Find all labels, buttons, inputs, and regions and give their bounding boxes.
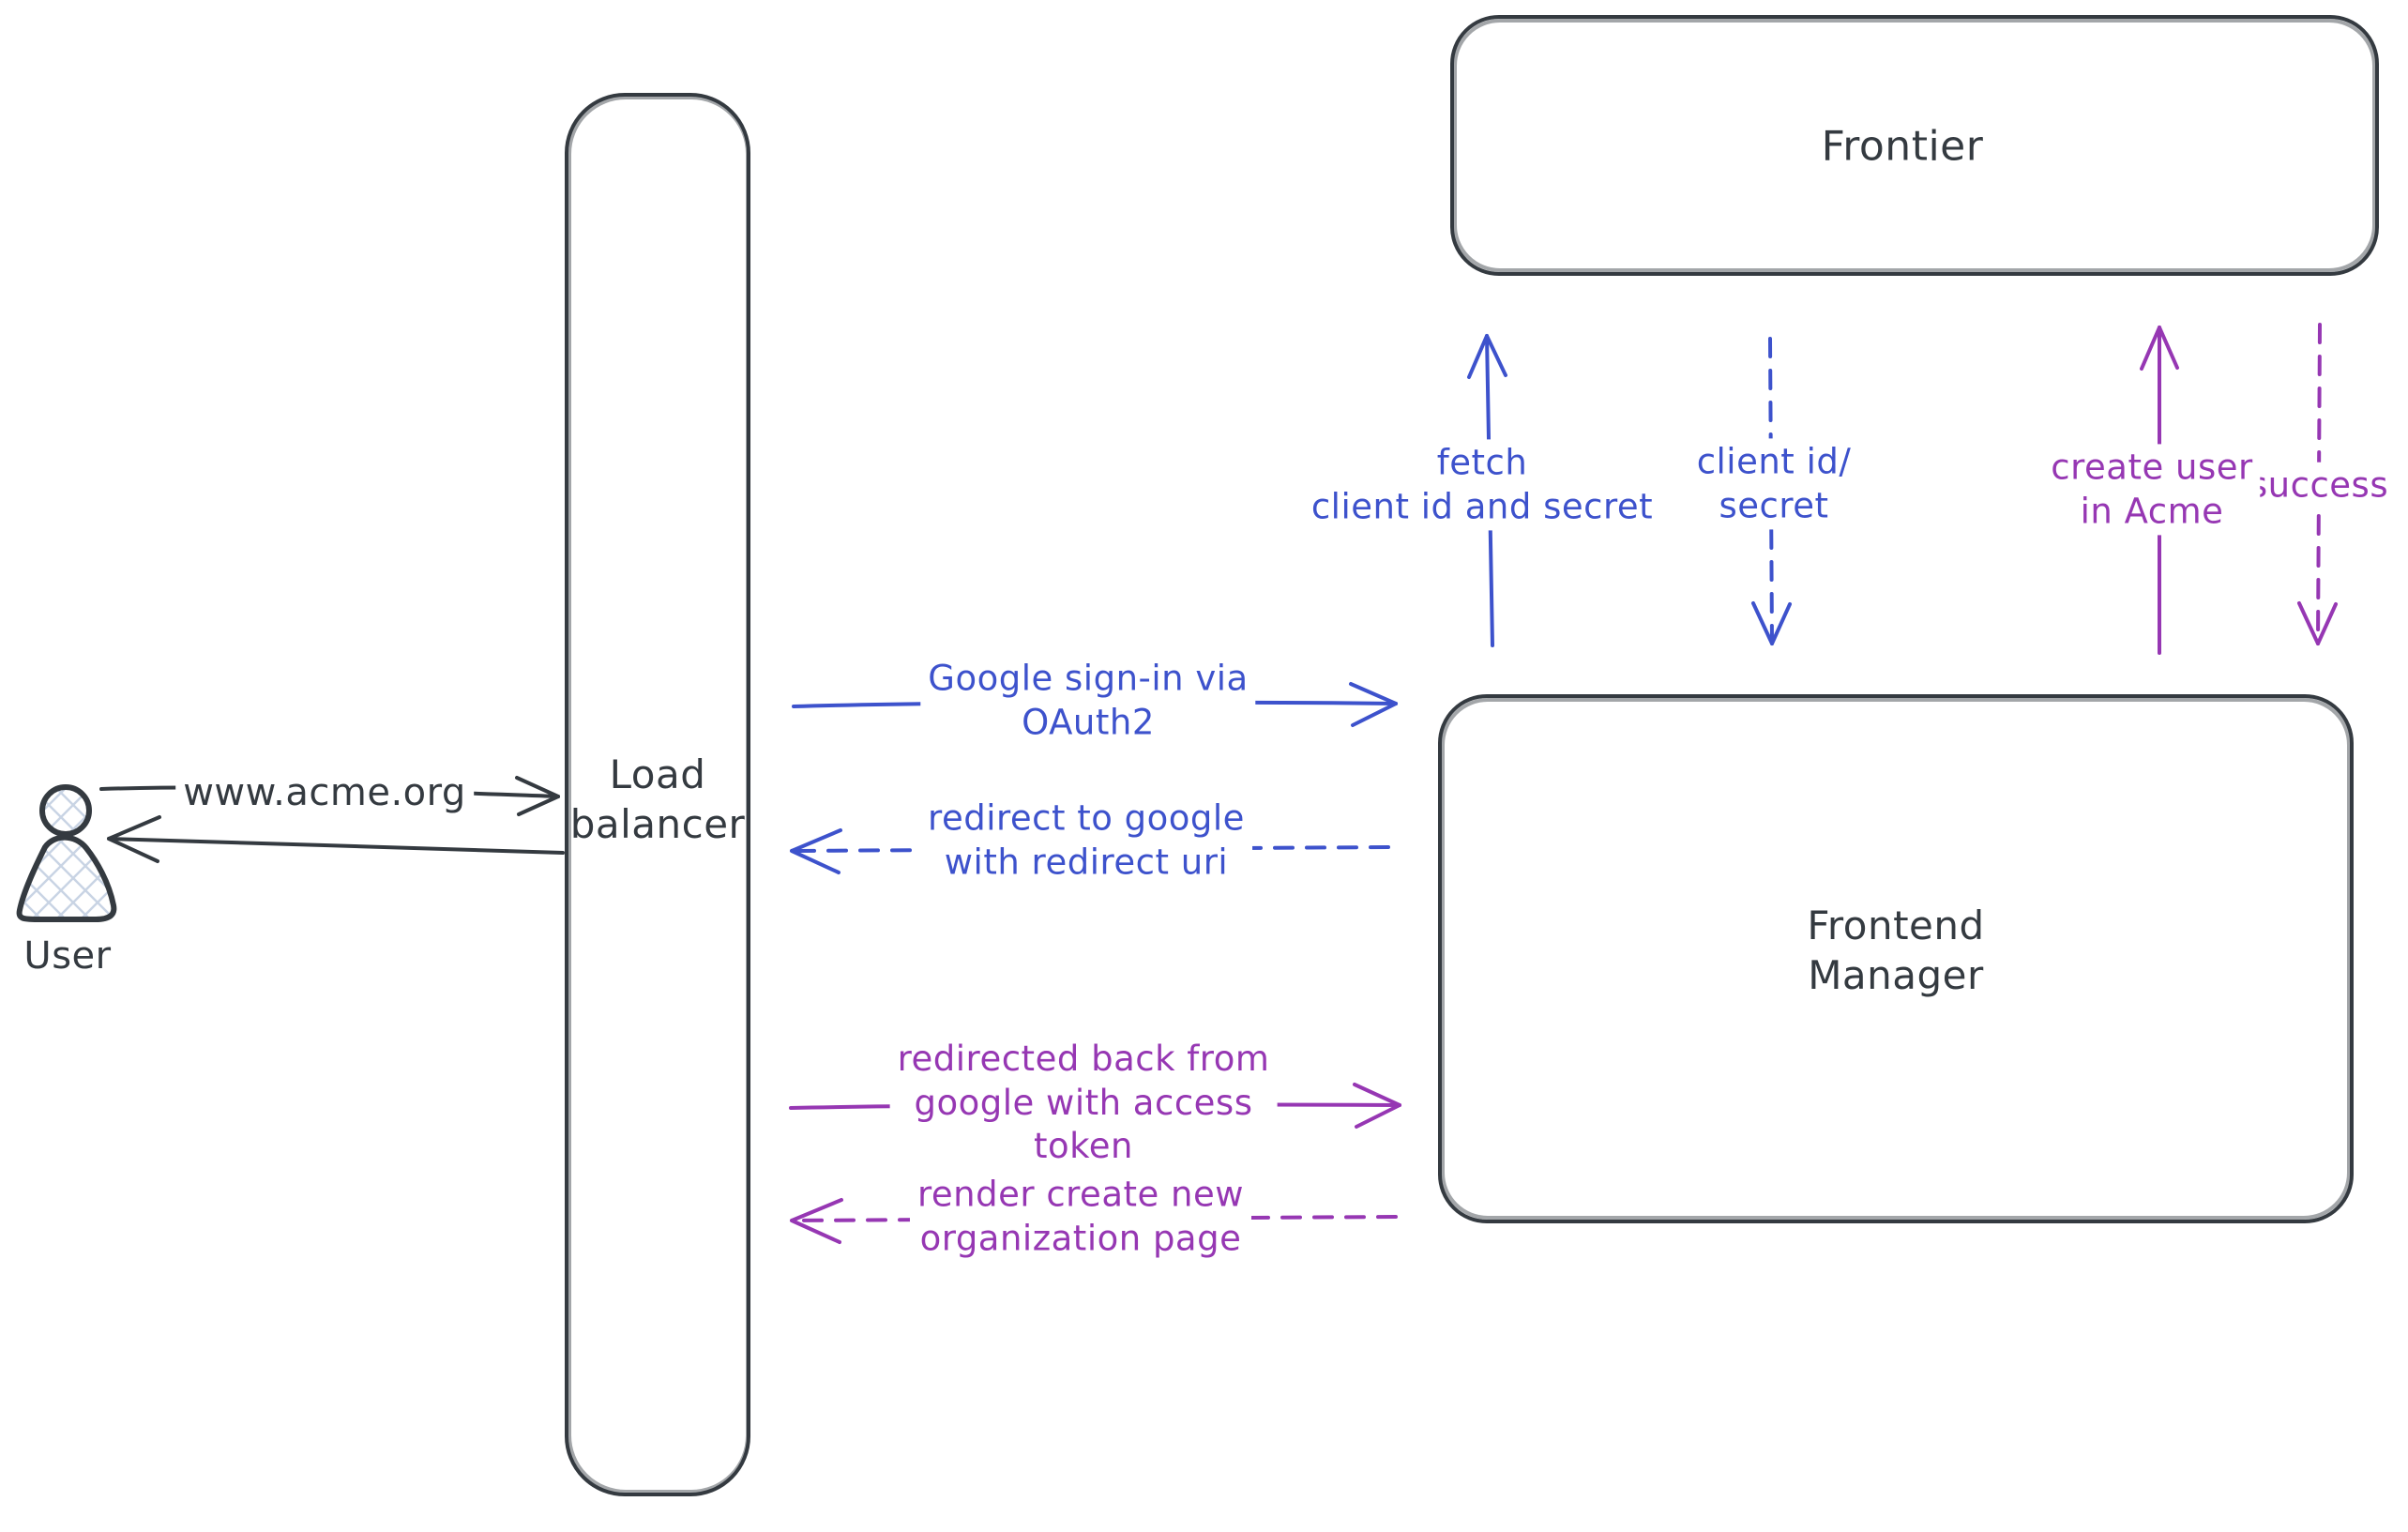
arrow-client-id-secret xyxy=(1751,337,1792,645)
load-balancer-node-label: Load balancer xyxy=(569,751,746,847)
arrow-render-org-page-label: render create new organization page xyxy=(909,1171,1252,1263)
arrow-redirect-to-google-label: redirect to google with redirect uri xyxy=(920,795,1252,887)
arrow-fetch-client-id-label: fetch client id and secret xyxy=(1303,439,1661,531)
arrow-create-user-label: create user in Acme xyxy=(2043,444,2261,536)
user-node-label: User xyxy=(23,933,112,978)
arrow-google-signin-label: Google sign-in via OAuth2 xyxy=(920,655,1256,747)
user-icon xyxy=(16,784,117,922)
arrow-client-id-secret-label: client id/ secret xyxy=(1689,438,1859,530)
arrow-success-label: success xyxy=(2241,462,2397,510)
arrow-response-to-user xyxy=(107,815,565,863)
frontier-node xyxy=(1450,15,2379,276)
frontend-manager-node xyxy=(1438,694,2354,1223)
load-balancer-node xyxy=(565,93,750,1496)
arrow-redirected-back-label: redirected back from google with access … xyxy=(889,1036,1278,1171)
frontend-manager-node-label: Frontend Manager xyxy=(1807,903,1985,998)
frontier-node-label: Frontier xyxy=(1821,122,1984,171)
arrow-www-acme-label: www.acme.org xyxy=(175,766,474,819)
